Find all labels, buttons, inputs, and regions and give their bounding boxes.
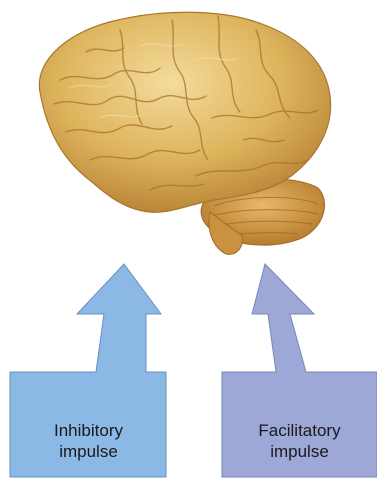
- facilitatory-impulse-label: Facilitatory impulse: [222, 405, 377, 477]
- facilitatory-label-line1: Facilitatory: [258, 420, 340, 441]
- inhibitory-label-line2: impulse: [59, 441, 118, 462]
- inhibitory-label-line1: Inhibitory: [54, 420, 123, 441]
- inhibitory-impulse-label: Inhibitory impulse: [10, 405, 167, 477]
- brain-illustration: [39, 12, 330, 254]
- facilitatory-label-line2: impulse: [270, 441, 329, 462]
